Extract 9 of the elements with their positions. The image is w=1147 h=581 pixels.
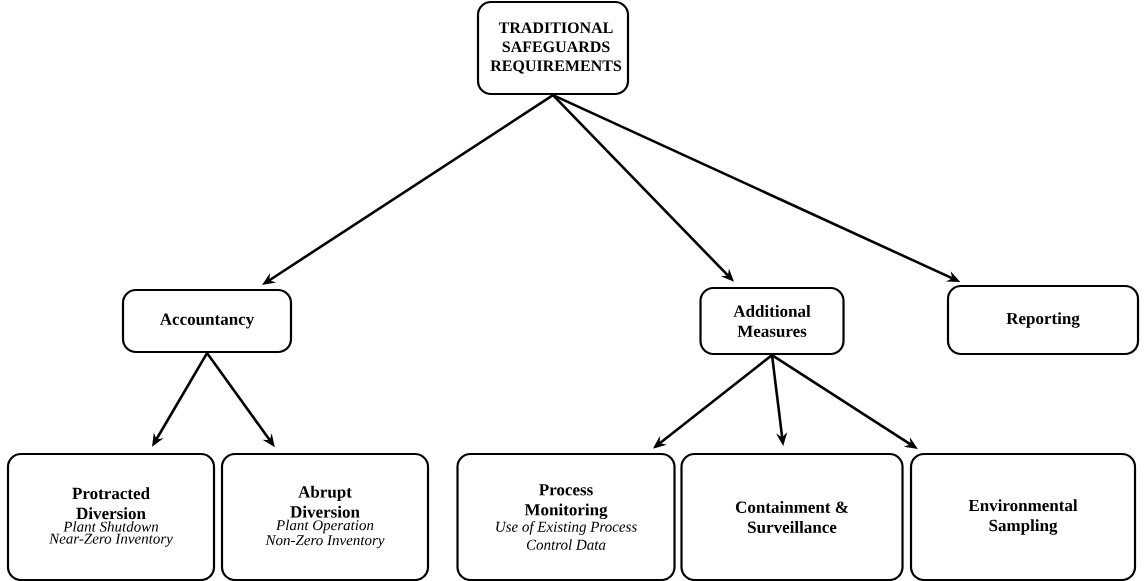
process-box: Environmental Sampling bbox=[909, 452, 1137, 581]
process-box: Process Monitoring Use of Existing Process Control Data bbox=[456, 452, 676, 581]
process-box: Additional Measures bbox=[699, 286, 845, 356]
process-box: Reporting bbox=[946, 284, 1140, 356]
process-box: Accountancy bbox=[121, 288, 293, 354]
process-box: TRADITIONAL SAFEGUARDS REQUIREMENTS bbox=[476, 0, 630, 96]
process-box: Protracted Diversion Plant Shutdown Near-Zero Inventory bbox=[6, 452, 216, 581]
process-box: Abrupt Diversion Plant Operation Non-Zero Inventory bbox=[220, 452, 430, 581]
process-box: Containment & Surveillance bbox=[680, 452, 904, 581]
